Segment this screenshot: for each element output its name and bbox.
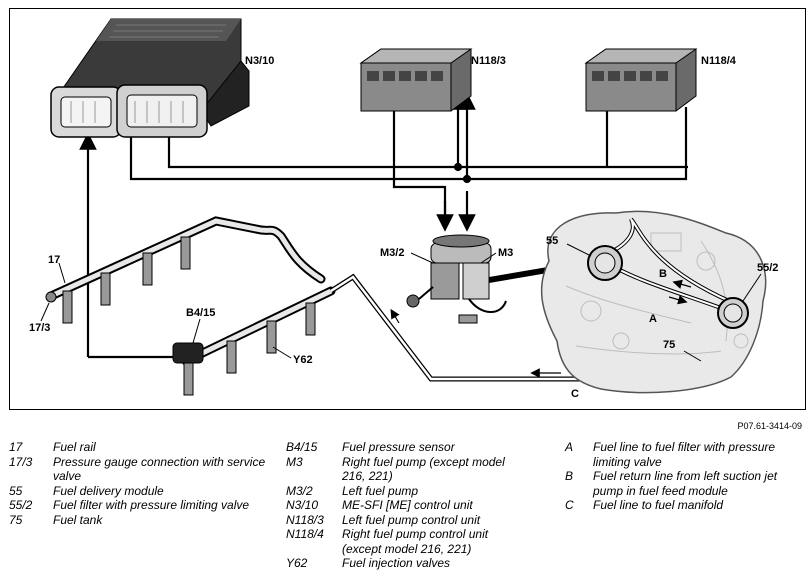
fuel-system-diagram: N3/10 N118/3 N118/4 [29,18,778,400]
label-m3: M3 [498,247,513,259]
label-y62: Y62 [293,354,313,366]
legend-column-1: 17 Fuel rail 17/3 Pressure gauge connection… [9,440,269,527]
label-55: 55 [546,235,558,247]
legend-item: B Fuel return line from left suction jet … [565,469,805,498]
legend-key: 75 [9,512,23,527]
legend-key: 55 [9,483,23,498]
label-n118-3: N118/3 [471,55,506,67]
fuel-tank [540,210,767,394]
legend-key: 55/2 [9,498,33,512]
label-line-b: B [659,268,667,280]
legend-key: N118/3 [286,512,324,527]
module-n118-3 [359,48,473,112]
legend-item: C Fuel line to fuel manifold [565,498,805,513]
legend-item: 75 Fuel tank [9,513,269,528]
fuel-pump-module [406,234,507,324]
label-75: 75 [663,339,675,351]
legend-item: 17 Fuel rail [9,440,269,455]
legend-text: Right fuel pump control unit (except mod… [342,527,489,556]
legend-text: Fuel pressure sensor [342,440,455,454]
legend-item: Y62 Fuel injection valves [286,556,526,571]
legend-text: Fuel rail [53,440,96,454]
legend-text: Left fuel pump [342,483,419,498]
label-m3-2: M3/2 [380,247,404,259]
legend-text: Fuel line to fuel filter with pressure l… [593,440,776,469]
legend-key: N118/4 [286,527,324,541]
wiring-harness [79,92,688,359]
legend-key: 17/3 [9,454,33,469]
legend-item: 55 Fuel delivery module [9,484,269,499]
figure-reference: P07.61-3414-09 [737,421,802,431]
legend-text: Right fuel pump (except model 216, 221) [342,454,505,484]
label-55-2: 55/2 [757,262,778,274]
legend-item: N118/3 Left fuel pump control unit [286,513,526,528]
label-17-3: 17/3 [29,322,50,334]
legend-text: Fuel filter with pressure limiting valve [53,498,250,512]
legend-key: C [565,498,574,512]
legend-key: A [565,440,574,454]
legend-item: M3 Right fuel pump (except model 216, 221… [286,455,526,484]
legend-item: B4/15 Fuel pressure sensor [286,440,526,455]
legend-key: 17 [9,440,23,454]
legend-text: Fuel injection valves [342,556,451,570]
legend-text: ME-SFI [ME] control unit [342,498,473,512]
label-line-a: A [649,313,657,325]
legend-text: Fuel tank [53,512,103,527]
diagram-frame: N3/10 N118/3 N118/4 [9,8,806,410]
legend-key: B4/15 [286,440,318,454]
legend-item: 17/3 Pressure gauge connection with servi… [9,455,269,484]
legend-text: Fuel line to fuel manifold [593,498,724,512]
legend-text: Fuel return line from left suction jet p… [593,469,778,498]
label-17: 17 [48,254,60,266]
legend-item: M3/2 Left fuel pump [286,484,526,499]
legend-text: Left fuel pump control unit [342,512,481,527]
legend-item: N3/10 ME-SFI [ME] control unit [286,498,526,513]
legend-item: 55/2 Fuel filter with pressure limiting v… [9,498,269,513]
legend-key: Y62 [286,556,308,570]
legend-item: A Fuel line to fuel filter with pressure … [565,440,805,469]
label-line-c: C [571,388,579,400]
module-n118-4 [584,48,698,112]
label-n118-4: N118/4 [701,55,737,67]
legend-key: N3/10 [286,498,319,512]
legend-key: B [565,469,574,483]
legend-key: M3/2 [286,483,313,498]
label-b4-15: B4/15 [186,307,215,319]
fuel-rail [45,216,336,396]
legend-column-3: A Fuel line to fuel filter with pressure … [565,440,805,513]
label-n3-10: N3/10 [245,55,274,67]
legend-item: N118/4 Right fuel pump control unit (exce… [286,527,526,556]
legend-text: Pressure gauge connection with service v… [53,454,266,484]
legend-text: Fuel delivery module [53,483,164,498]
ecu-n3-10 [50,18,250,138]
legend-key: M3 [286,454,303,469]
